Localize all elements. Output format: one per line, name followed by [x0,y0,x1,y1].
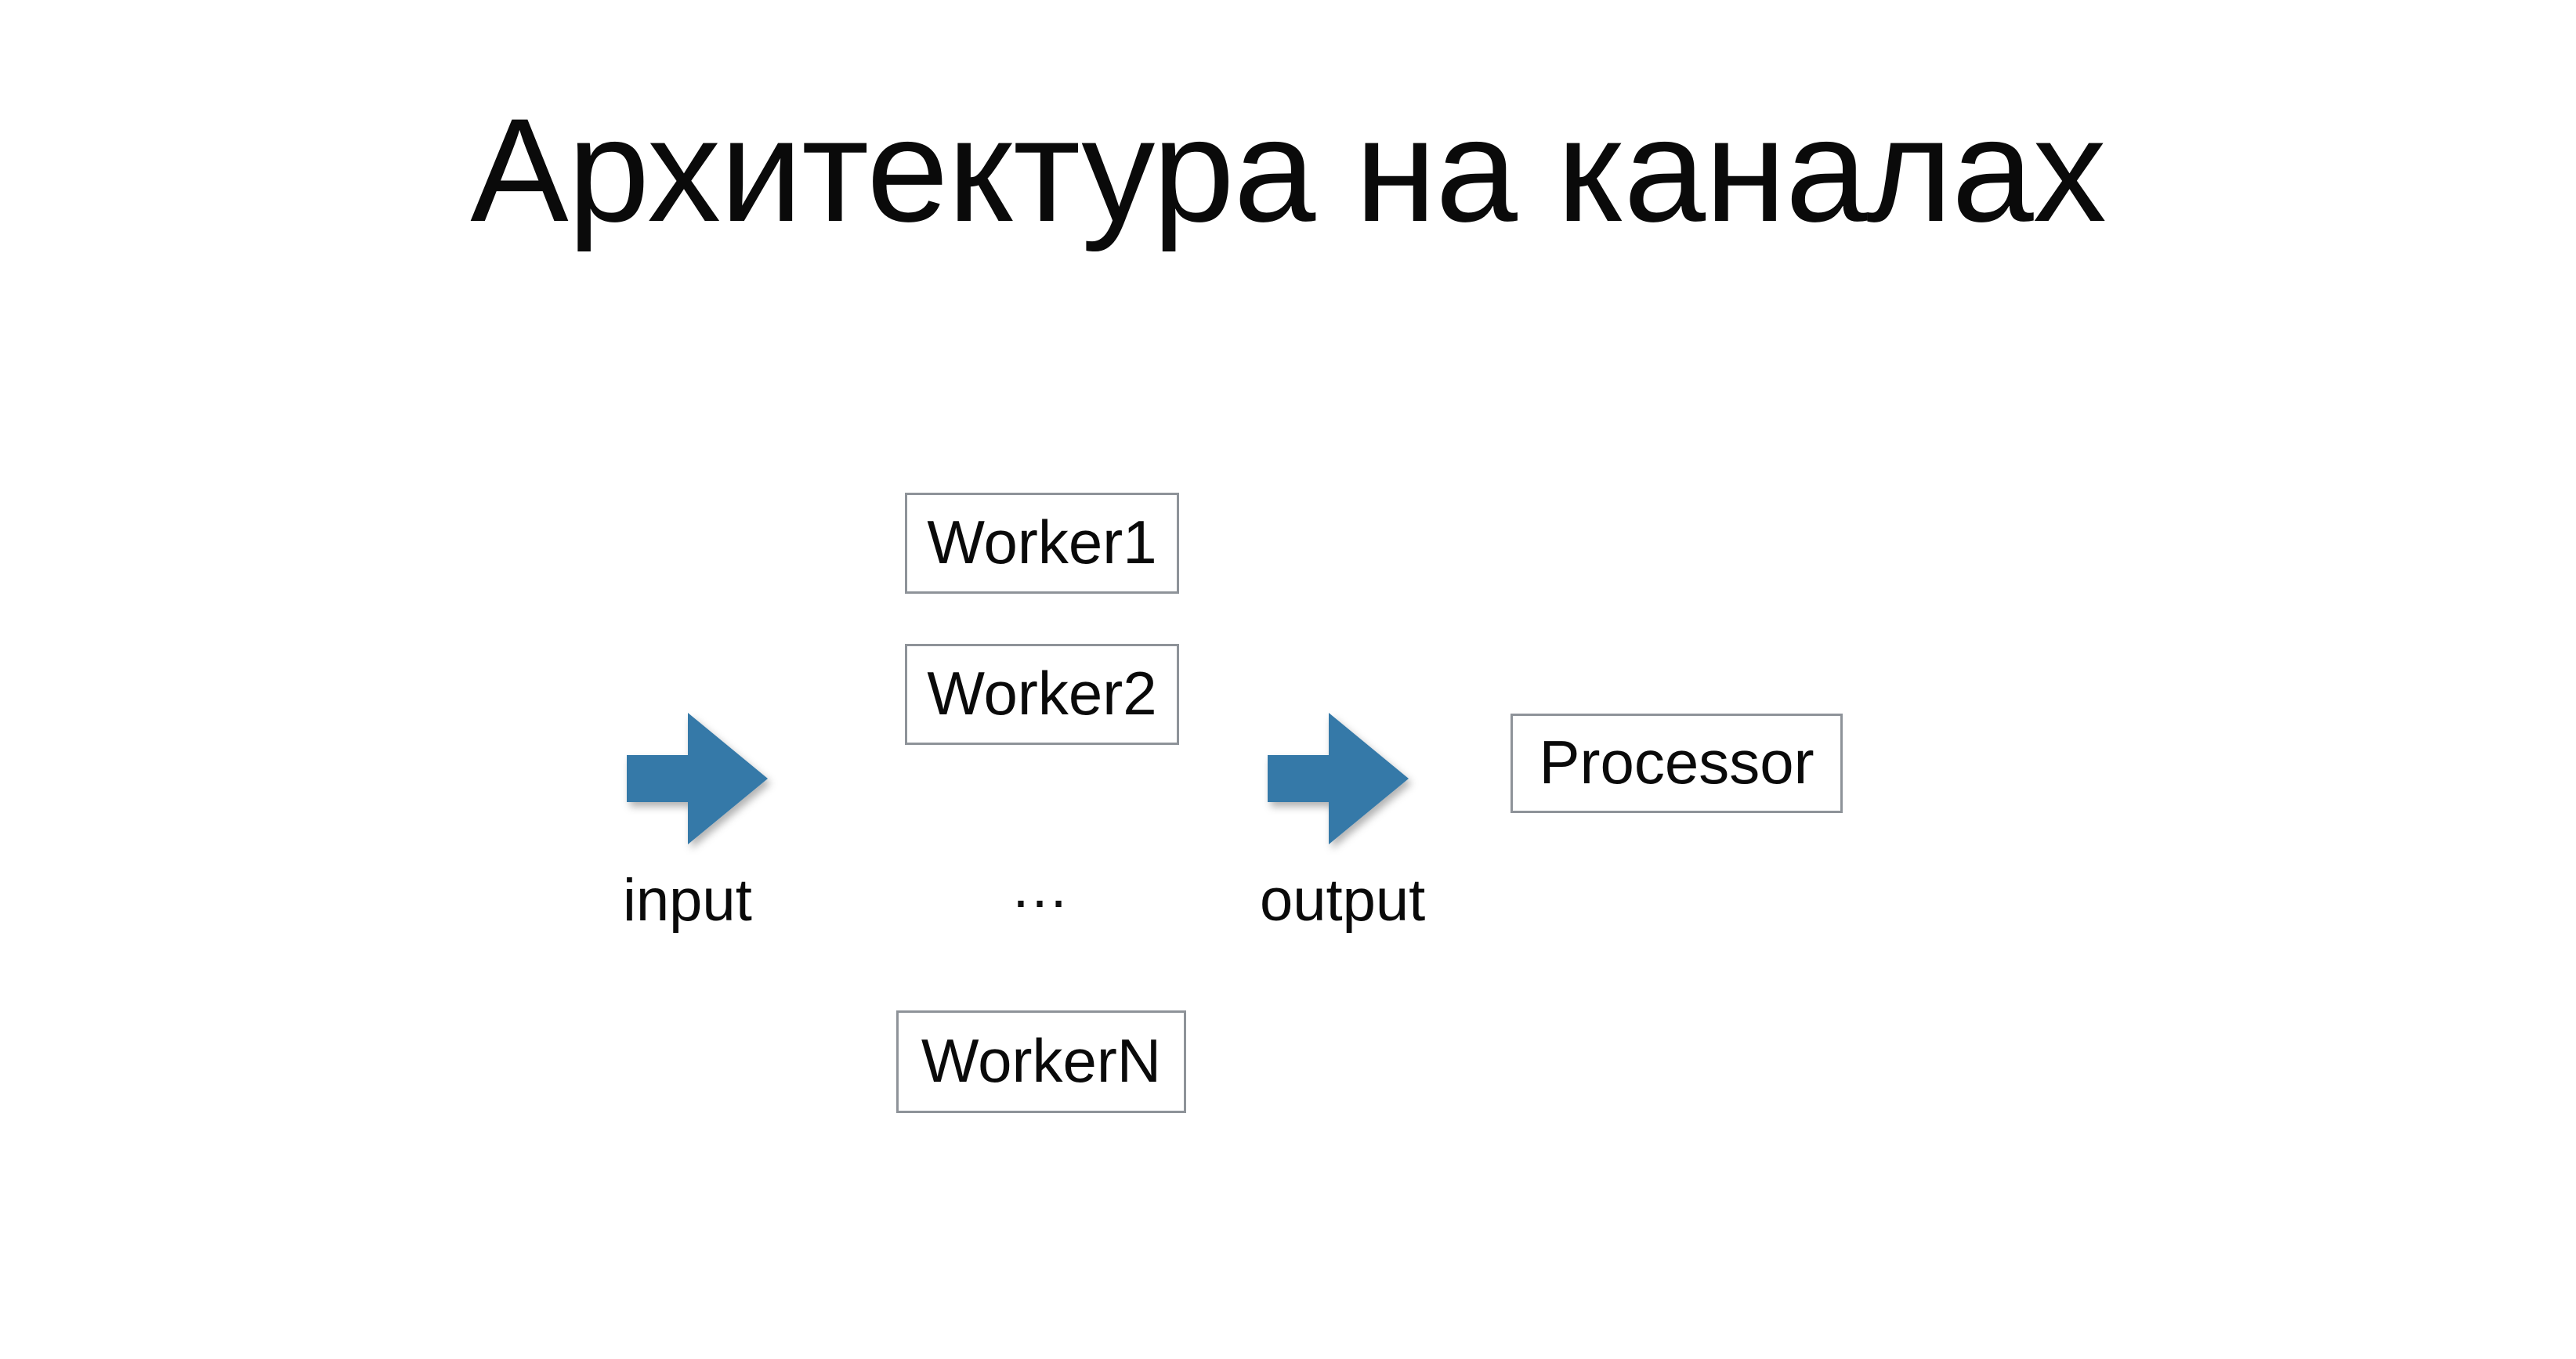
processor-label: Processor [1539,727,1814,797]
output-arrow [1268,711,1409,846]
right-arrow-icon [627,713,768,844]
worker-box-1[interactable]: Worker1 [905,493,1179,594]
worker-label-2: Worker2 [927,658,1157,728]
worker-box-2[interactable]: Worker2 [905,644,1179,745]
page-title: Архитектура на каналах [470,88,2106,252]
right-arrow-icon [1268,713,1409,844]
output-channel-label: output [1260,867,1426,934]
worker-label-1: Worker1 [927,507,1157,576]
worker-label-n: WorkerN [921,1025,1162,1095]
worker-box-n[interactable]: WorkerN [896,1010,1186,1113]
input-channel-label: input [623,867,752,934]
input-arrow [627,711,768,846]
worker-ellipsis: … [1010,854,1074,920]
processor-box[interactable]: Processor [1511,714,1843,813]
